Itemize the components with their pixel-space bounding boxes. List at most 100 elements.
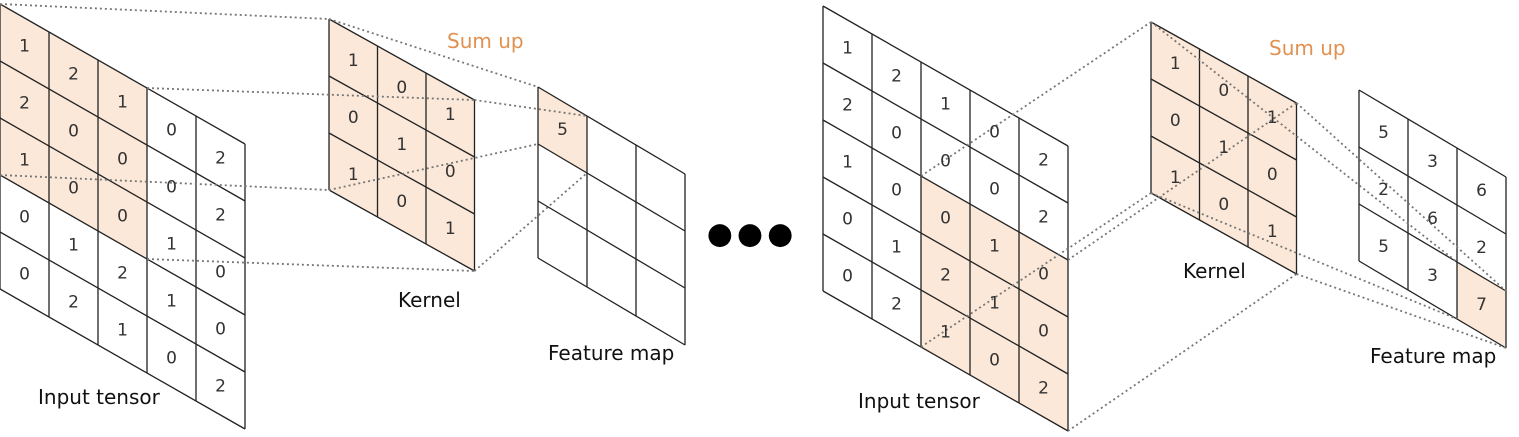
kernel-right-shaded-cell <box>1151 22 1200 106</box>
input-tensor-left-cell-value: 0 <box>166 178 177 198</box>
input-tensor-left-cell-value: 2 <box>68 65 79 85</box>
input-tensor-right-cell-value: 0 <box>842 210 853 230</box>
input-tensor-left-cell-value: 2 <box>68 293 79 313</box>
input-tensor-label-right: Input tensor <box>858 389 981 413</box>
input-tensor-left-cell-value: 1 <box>166 292 177 312</box>
input-tensor-right-cell-value: 1 <box>989 294 1000 314</box>
kernel-right-cell-value: 1 <box>1218 138 1229 158</box>
left-kernel-to-feature-projection-line <box>473 172 588 272</box>
kernel-right-grid-row-line <box>1150 21 1297 104</box>
input-tensor-right-grid-row-line <box>822 119 1069 261</box>
input-tensor-right-cell-value: 0 <box>940 209 951 229</box>
feature-map-right-grid-row-line <box>1358 260 1507 349</box>
feature-map-left-grid-row-line <box>537 86 686 175</box>
input-tensor-left-cell-value: 0 <box>68 122 79 142</box>
right-input-to-kernel-projection-line <box>1067 102 1298 261</box>
kernel-left-shaded-cell <box>329 76 378 160</box>
feature-map-right-cell-value: 3 <box>1427 152 1438 172</box>
kernel-right-cell-value: 1 <box>1267 108 1278 128</box>
input-tensor-right-cell-value: 0 <box>940 152 951 172</box>
input-tensor-left-cell-value: 1 <box>117 93 128 113</box>
input-tensor-right-cell-value: 2 <box>940 266 951 286</box>
input-tensor-right-cell-value: 2 <box>891 67 902 87</box>
kernel-right-cell-value: 0 <box>1218 81 1229 101</box>
input-tensor-right-cell-value: 1 <box>842 39 853 59</box>
kernel-left-cell-value: 0 <box>348 108 359 128</box>
kernel-left-cell-value: 1 <box>445 219 456 239</box>
kernel-left-cell-value: 1 <box>396 135 407 155</box>
input-tensor-right-cell-value: 0 <box>891 124 902 144</box>
feature-map-right-shaded-cell <box>1457 262 1506 348</box>
kernel-left-shaded-cell <box>377 160 426 244</box>
input-tensor-right-grid-row-line <box>822 62 1069 204</box>
feature-map-left-grid-row-line <box>537 143 686 232</box>
right-input-to-kernel-projection-line <box>920 192 1152 348</box>
input-tensor-left-cell-value: 1 <box>68 236 79 256</box>
left-kernel-to-feature-projection-line <box>474 99 588 117</box>
kernel-right-grid-row-line <box>1150 135 1297 218</box>
input-tensor-right-cell-value: 0 <box>891 181 902 201</box>
input-tensor-left-grid-row-line <box>0 174 246 316</box>
left-kernel-to-feature-projection-line <box>328 143 539 191</box>
kernel-left-grid-row-line <box>328 18 475 101</box>
sum-up-label-right: Sum up <box>1269 36 1346 60</box>
input-tensor-left-cell-value: 0 <box>166 121 177 141</box>
sum-up-label-left: Sum up <box>447 29 524 53</box>
feature-map-right-cell-value: 7 <box>1476 295 1487 315</box>
input-tensor-left-cell-value: 2 <box>215 206 226 226</box>
input-tensor-right-cell-value: 1 <box>989 237 1000 257</box>
input-tensor-right-grid-row-line <box>822 5 1069 147</box>
kernel-left-cell-value: 0 <box>396 192 407 212</box>
input-tensor-left-grid-row-line <box>0 3 246 145</box>
kernel-right-shaded-cell <box>1151 79 1200 163</box>
kernel-left-cell-value: 0 <box>396 78 407 98</box>
input-tensor-left-cell-value: 0 <box>117 207 128 227</box>
input-tensor-right-cell-value: 0 <box>1038 322 1049 342</box>
input-tensor-left-grid-row-line <box>0 288 246 430</box>
input-tensor-right-grid-row-line <box>822 290 1069 432</box>
input-tensor-right-cell-value: 2 <box>1038 151 1049 171</box>
kernel-right-grid-row-line <box>1150 78 1297 161</box>
kernel-left-shaded-cell <box>426 130 475 214</box>
feature-map-right-cell-value: 5 <box>1378 237 1389 257</box>
kernel-left-cell-value: 0 <box>445 162 456 182</box>
feature-map-left-grid-row-line <box>537 200 686 289</box>
input-tensor-right-cell-value: 0 <box>842 267 853 287</box>
input-tensor-label-left: Input tensor <box>38 385 161 409</box>
right-kernel-to-feature-projection-line <box>1295 102 1507 292</box>
input-tensor-right-cell-value: 2 <box>842 96 853 116</box>
kernel-right-shaded-cell <box>1248 133 1297 217</box>
input-tensor-right-cell-value: 1 <box>940 323 951 343</box>
input-tensor-right-cell-value: 2 <box>1038 208 1049 228</box>
kernel-left-cell-value: 1 <box>348 165 359 185</box>
input-tensor-right-cell-value: 0 <box>989 351 1000 371</box>
kernel-right-shaded-cell <box>1199 163 1248 247</box>
feature-map-label-left: Feature map <box>548 341 674 365</box>
left-kernel-to-feature-projection-line <box>328 18 539 88</box>
input-tensor-right-cell-value: 0 <box>989 123 1000 143</box>
kernel-right-shaded-cell <box>1248 76 1297 160</box>
kernel-right-cell-value: 1 <box>1267 222 1278 242</box>
kernel-left-shaded-cell <box>329 19 378 103</box>
kernel-right-cell-value: 1 <box>1170 54 1181 74</box>
input-tensor-left-cell-value: 0 <box>215 263 226 283</box>
right-input-to-kernel-projection-line <box>1067 273 1298 432</box>
input-tensor-left-grid-row-line <box>0 231 246 373</box>
input-tensor-right-grid-row-line <box>822 176 1069 318</box>
input-tensor-right-cell-value: 0 <box>989 180 1000 200</box>
feature-map-right-grid-row-line <box>1358 89 1507 178</box>
kernel-right-cell-value: 0 <box>1218 195 1229 215</box>
input-tensor-left-cell-value: 0 <box>19 265 30 285</box>
input-tensor-left-cell-value: 0 <box>215 320 226 340</box>
feature-map-right-cell-value: 2 <box>1378 180 1389 200</box>
kernel-left-shaded-cell <box>426 187 475 271</box>
kernel-left-shaded-cell <box>377 103 426 187</box>
kernel-left-grid-row-line <box>328 189 475 272</box>
feature-map-left-cell-value: 5 <box>557 120 568 140</box>
input-tensor-left-cell-value: 0 <box>117 150 128 170</box>
kernel-label-right: Kernel <box>1183 259 1246 283</box>
ellipsis-separator: ●●● <box>707 217 798 252</box>
input-tensor-right-cell-value: 1 <box>940 95 951 115</box>
kernel-right-shaded-cell <box>1199 49 1248 133</box>
